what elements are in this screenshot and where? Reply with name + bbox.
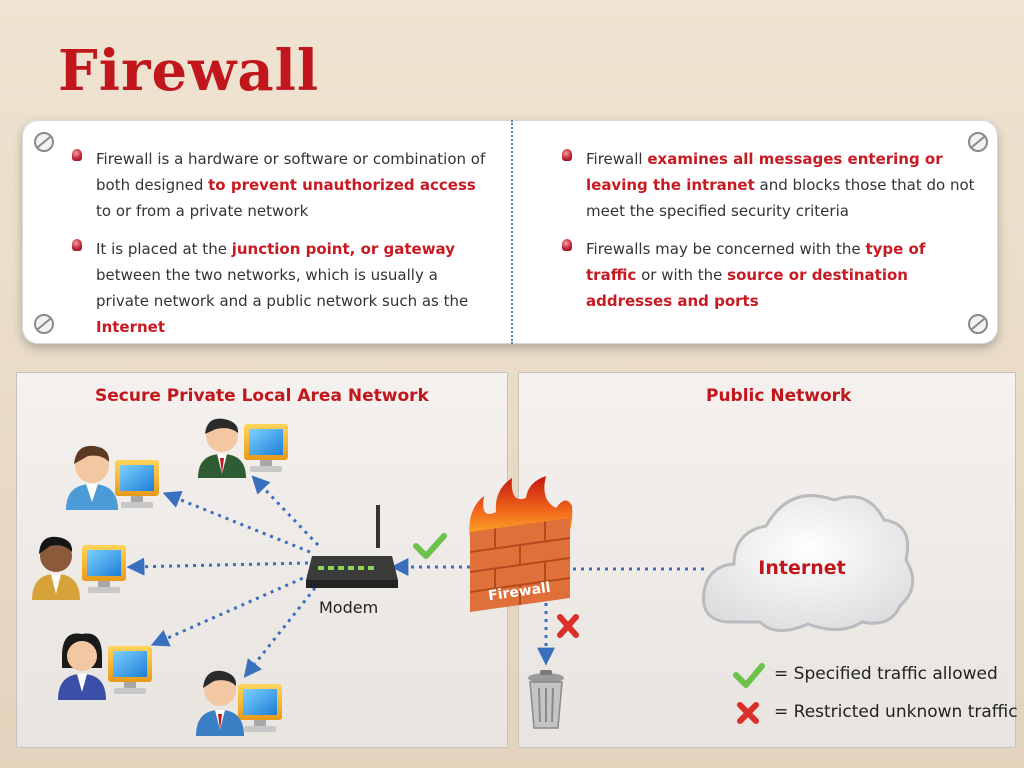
legend-allowed-label: = Specified traffic allowed [774,664,998,684]
user-icon [198,418,246,478]
bullet-item: Firewall is a hardware or software or co… [66,146,486,224]
computer-icon [244,424,288,472]
legend-restricted: = Restricted unknown traffic [774,702,1018,722]
connection-line [126,557,309,576]
user-icon [32,536,80,600]
highlighted-text: Internet [96,318,166,336]
highlighted-text: source or destination addresses and port… [586,266,908,310]
screw-icon [968,314,988,334]
highlighted-text: type of traffic [586,240,926,284]
user-icon [66,445,118,510]
x-mark-icon [557,614,579,638]
screw-icon [968,132,988,152]
computer-icon [108,646,152,694]
text-segment: Firewall [586,150,648,168]
firewall-icon: Firewall [469,476,573,612]
bullet-icon [562,149,572,161]
modem-icon [306,505,398,588]
text-segment: to or from a private network [96,202,309,220]
text-segment: It is placed at the [96,240,232,258]
public-network-heading: Public Network [706,386,852,406]
legend-restricted-label: = Restricted unknown traffic [774,702,1018,722]
computer-icon [238,684,282,732]
connection-line [243,587,317,678]
bullet-item: It is placed at the junction point, or g… [66,236,486,340]
trash-can-icon [528,670,564,729]
bullet-text: Firewall is a hardware or software or co… [96,146,486,224]
highlighted-text: examines all messages entering or leavin… [586,150,943,194]
bullet-icon [72,239,82,251]
connection-line [251,475,320,547]
bullet-text: It is placed at the junction point, or g… [96,236,486,340]
description-card: Firewall is a hardware or software or co… [22,120,998,344]
check-mark-icon [733,663,765,688]
computer-icon [115,460,159,508]
connection-line [162,491,311,554]
column-divider [511,120,513,344]
x-mark-icon [737,702,759,724]
text-segment: between the two networks, which is usual… [96,266,469,310]
bullet-text: Firewalls may be concerned with the type… [586,236,976,314]
bullet-icon [562,239,572,251]
highlighted-text: to prevent unauthorized access [208,176,476,194]
screw-icon [34,314,54,334]
private-network-heading: Secure Private Local Area Network [95,386,429,406]
cloud-icon [702,494,915,632]
computer-icon [82,545,126,593]
highlighted-text: junction point, or gateway [231,240,455,258]
modem-label: Modem [319,598,379,617]
page-title: Firewall [58,38,320,104]
bullet-icon [72,149,82,161]
left-column: Firewall is a hardware or software or co… [66,146,486,352]
text-segment: Firewall is a hardware or software or co… [96,150,486,194]
bullet-item: Firewall examines all messages entering … [556,146,976,224]
user-icon [58,633,106,700]
text-segment: and blocks those that do not meet the sp… [586,176,975,220]
check-mark-icon [413,533,447,559]
text-segment: or with the [636,266,728,284]
user-icon [196,670,244,736]
connection-lines [126,475,704,678]
text-segment: Firewalls may be concerned with the [586,240,866,258]
screw-icon [34,132,54,152]
legend-allowed: = Specified traffic allowed [774,664,998,684]
connection-line [150,573,311,647]
internet-label: Internet [758,557,845,579]
right-column: Firewall examines all messages entering … [556,146,976,326]
bullet-text: Firewall examines all messages entering … [586,146,976,224]
bullet-item: Firewalls may be concerned with the type… [556,236,976,314]
